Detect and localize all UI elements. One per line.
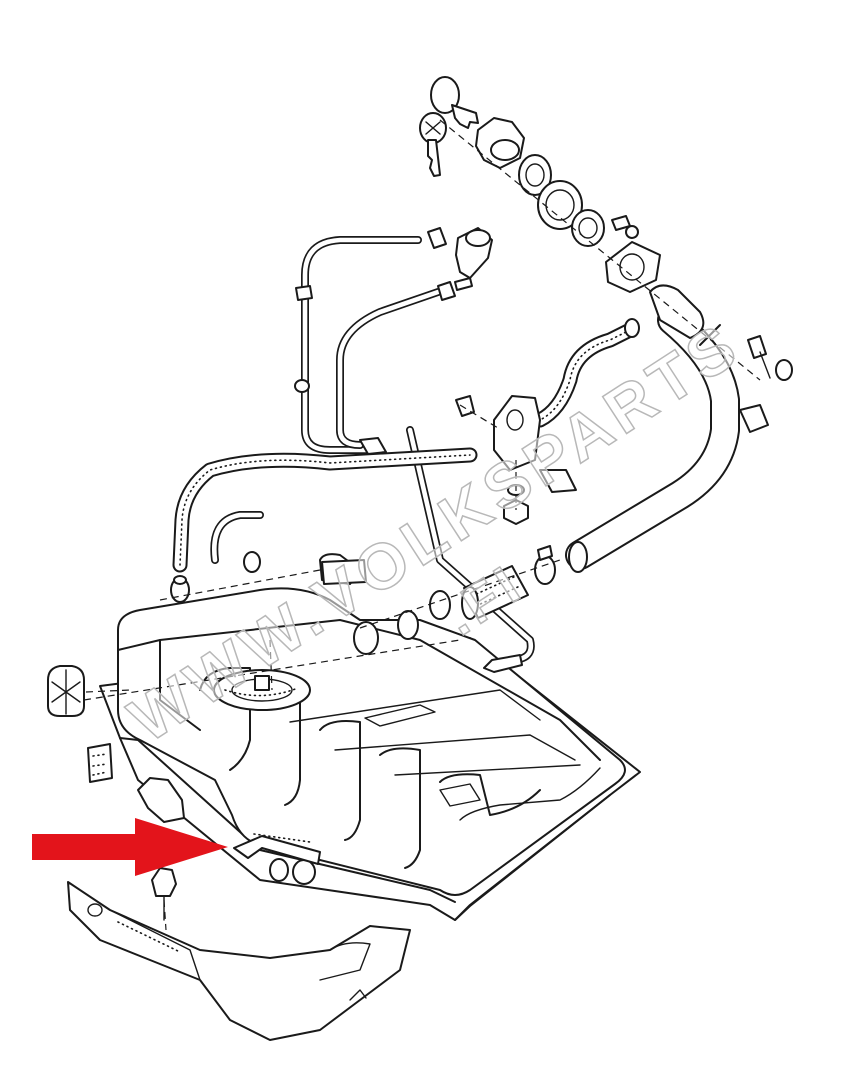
breather-valve: [427, 227, 493, 301]
filler-bracket: [359, 395, 577, 493]
tank-guard-plate: [67, 881, 411, 1041]
assembly-line: [83, 119, 761, 931]
cap-seal: [518, 154, 552, 196]
hose-clamp: [243, 285, 640, 640]
filler-flange: [605, 215, 661, 293]
red-arrow-pointer: [32, 818, 228, 876]
cap-gasket: [537, 180, 583, 230]
bolt: [483, 335, 771, 673]
tank-mount-bushing: [151, 867, 177, 921]
fuel-cap-key: [419, 76, 479, 177]
rubber-grommet: [170, 575, 190, 603]
tank-mounting-bracket: [137, 777, 321, 865]
fuel-filter: [47, 665, 85, 717]
fuel-hose: [532, 322, 638, 428]
rubber-sleeve: [461, 565, 529, 620]
breather-hose: [172, 447, 478, 573]
foam-pad: [87, 559, 367, 783]
filler-seal-ring: [571, 209, 605, 247]
fuel-cap: [475, 117, 525, 169]
washer: [269, 359, 793, 885]
